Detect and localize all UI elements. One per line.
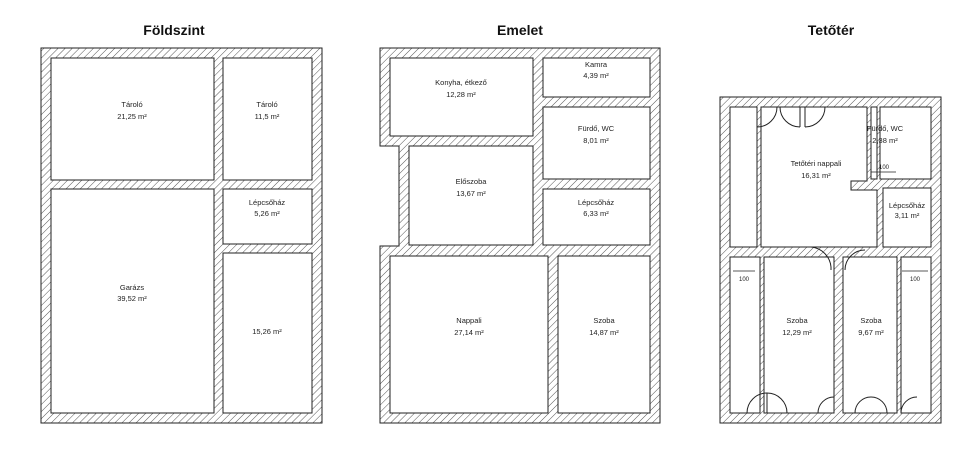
room-area: 39,52 m² — [117, 294, 147, 303]
room-area: 15,26 m² — [252, 327, 282, 336]
room-area: 21,25 m² — [117, 112, 147, 121]
dimension-label: 100 — [739, 277, 750, 283]
room-area: 8,01 m² — [583, 136, 609, 145]
room-name: Fürdő, WC — [867, 124, 904, 133]
room-area: 9,67 m² — [858, 328, 884, 337]
room-name: Tároló — [256, 100, 277, 109]
room-name: Konyha, étkező — [435, 78, 487, 87]
room-name: Nappali — [456, 316, 482, 325]
dimension-lines — [733, 171, 928, 272]
room-area: 13,67 m² — [456, 189, 486, 198]
room-name: Fürdő, WC — [578, 124, 615, 133]
plan-emelet: Konyha, étkező 12,28 m² Kamra 4,39 m² Fü… — [379, 47, 661, 424]
room-area: 3,11 m² — [895, 211, 920, 220]
room-area: 27,14 m² — [454, 328, 484, 337]
room-name: Tároló — [121, 100, 142, 109]
room-name: Szoba — [786, 316, 808, 325]
walls-tetoter — [719, 96, 942, 424]
room-area: 11,5 m² — [255, 112, 280, 121]
plan-title-foldszint: Földszint — [143, 22, 205, 38]
walls-emelet — [379, 47, 661, 424]
room-area: 2,38 m² — [872, 136, 898, 145]
plan-tetoter: 100 100 100 Tetőtéri nappali 16,31 m² Fü… — [719, 96, 942, 424]
room-area: 16,31 m² — [801, 171, 831, 180]
dimension-label: 100 — [879, 165, 890, 171]
room-name: Előszoba — [456, 177, 488, 186]
walls-foldszint — [40, 47, 323, 424]
door-swings — [746, 106, 918, 414]
plan-title-tetoter: Tetőtér — [807, 22, 855, 38]
plan-title-emelet: Emelet — [497, 22, 543, 38]
dimension-label: 100 — [910, 277, 921, 283]
room-name: Lépcsőház — [249, 198, 286, 207]
room-name: Kamra — [585, 60, 608, 69]
room-area: 14,87 m² — [589, 328, 619, 337]
room-name: Lépcsőház — [578, 198, 615, 207]
room-name: Garázs — [120, 283, 144, 292]
room-area: 6,33 m² — [583, 209, 609, 218]
room-area: 4,39 m² — [583, 71, 609, 80]
room-area: 12,28 m² — [446, 90, 476, 99]
room-name: Tetőtéri nappali — [791, 159, 842, 168]
plan-foldszint: Tároló 21,25 m² Tároló 11,5 m² Lépcsőház… — [40, 47, 323, 424]
room-name: Szoba — [593, 316, 615, 325]
room-area: 5,26 m² — [254, 209, 280, 218]
room-name: Szoba — [860, 316, 882, 325]
room-name: Lépcsőház — [889, 201, 926, 210]
room-area: 12,29 m² — [782, 328, 812, 337]
